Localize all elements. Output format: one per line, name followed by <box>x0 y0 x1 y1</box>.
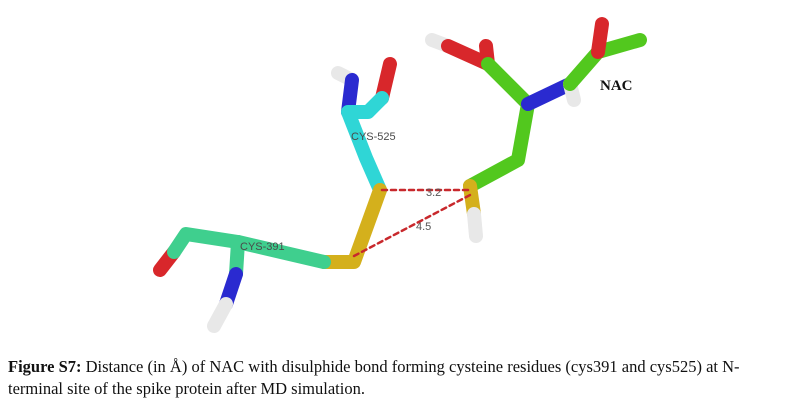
figure-caption: Figure S7: Distance (in Å) of NAC with d… <box>8 356 794 400</box>
cys391-residue <box>153 227 331 333</box>
nac-label: NAC <box>600 78 633 94</box>
distance-line-4-5 <box>352 192 474 258</box>
caption-text: Distance (in Å) of NAC with disulphide b… <box>8 357 740 398</box>
caption-label: Figure S7: <box>8 357 82 376</box>
disulphide-bond <box>317 183 387 269</box>
nac-thiol-h-bond <box>467 207 483 243</box>
nac-acetyl-o-bond <box>591 17 609 59</box>
distance-label-4-5: 4.5 <box>416 221 431 233</box>
cys391-backbone <box>167 227 331 269</box>
distance-label-3-2: 3.2 <box>426 187 441 199</box>
nac-acetyl <box>521 77 577 111</box>
cys525-label: CYS-525 <box>351 131 396 143</box>
cys525-backbone <box>341 91 389 197</box>
cys391-label: CYS-391 <box>240 241 285 253</box>
molecular-structure-view: CYS-525 CYS-391 3.2 4.5 NAC <box>153 17 647 333</box>
nac-molecule <box>425 17 647 243</box>
cys525-residue <box>331 57 397 197</box>
nac-backbone <box>463 57 535 193</box>
cys391-hydrogen-bond <box>207 297 233 333</box>
